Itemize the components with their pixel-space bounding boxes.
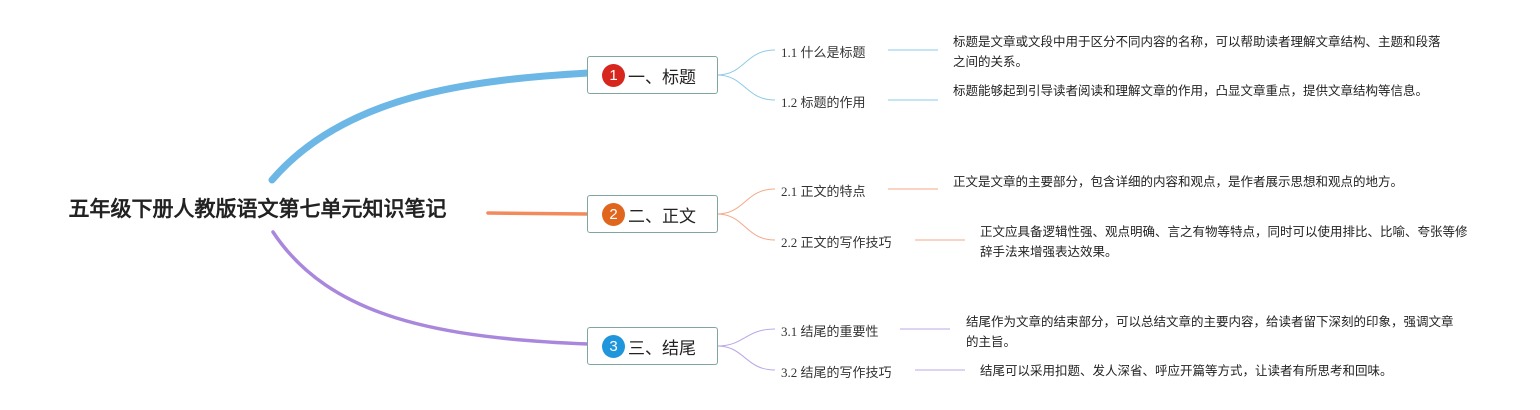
number-badge-1: 1 — [602, 63, 625, 87]
connector-branch-1-sub-2 — [716, 74, 776, 101]
branch-label-2: 二、正文 — [628, 206, 696, 227]
subtopic-2-1[interactable]: 2.1 正文的特点 — [781, 184, 866, 199]
branch-topic-3[interactable]: 3 三、结尾 — [587, 327, 718, 365]
number-badge-3: 3 — [602, 334, 625, 358]
subtopic-1-2[interactable]: 1.2 标题的作用 — [781, 95, 866, 110]
subtopic-1-2-description[interactable]: 标题能够起到引导读者阅读和理解文章的作用，凸显文章重点，提供文章结构等信息。 — [953, 83, 1429, 98]
root-topic[interactable]: 五年级下册人教版语文第七单元知识笔记 — [68, 197, 447, 221]
subtopic-3-2-description[interactable]: 结尾可以采用扣题、发人深省、呼应开篇等方式，让读者有所思考和回味。 — [980, 363, 1393, 378]
branch-label-1: 一、标题 — [628, 67, 696, 88]
subtopic-2-1-description[interactable]: 正文是文章的主要部分，包含详细的内容和观点，是作者展示思想和观点的地方。 — [953, 174, 1404, 189]
branch-topic-1[interactable]: 1 一、标题 — [587, 56, 718, 94]
subtopic-2-2-description[interactable]: 正文应具备逻辑性强、观点明确、言之有物等特点，同时可以使用排比、比喻、夸张等修辞… — [980, 224, 1468, 259]
subtopic-3-1-description[interactable]: 结尾作为文章的结束部分，可以总结文章的主要内容，给读者留下深刻的印象，强调文章的… — [966, 314, 1454, 349]
branch-label-3: 三、结尾 — [628, 338, 696, 359]
connector-branch-3-sub-2 — [716, 345, 776, 371]
number-badge-2: 2 — [602, 202, 625, 226]
subtopic-2-2[interactable]: 2.2 正文的写作技巧 — [781, 235, 892, 250]
connector-root-branch-2 — [486, 211, 590, 216]
connector-root-branch-3 — [271, 230, 590, 346]
connector-branch-3-sub-1 — [716, 328, 776, 347]
connector-root-branch-1 — [268, 69, 592, 184]
connector-branch-2-sub-1 — [716, 188, 776, 215]
connector-branch-2-sub-2 — [716, 213, 776, 241]
branch-topic-2[interactable]: 2 二、正文 — [587, 195, 718, 233]
subtopic-1-1-description[interactable]: 标题是文章或文段中用于区分不同内容的名称，可以帮助读者理解文章结构、主题和段落之… — [953, 34, 1441, 69]
connector-branch-1-sub-1 — [716, 49, 776, 76]
subtopic-1-1[interactable]: 1.1 什么是标题 — [781, 45, 866, 60]
subtopic-3-2[interactable]: 3.2 结尾的写作技巧 — [781, 365, 892, 380]
subtopic-3-1[interactable]: 3.1 结尾的重要性 — [781, 324, 879, 339]
